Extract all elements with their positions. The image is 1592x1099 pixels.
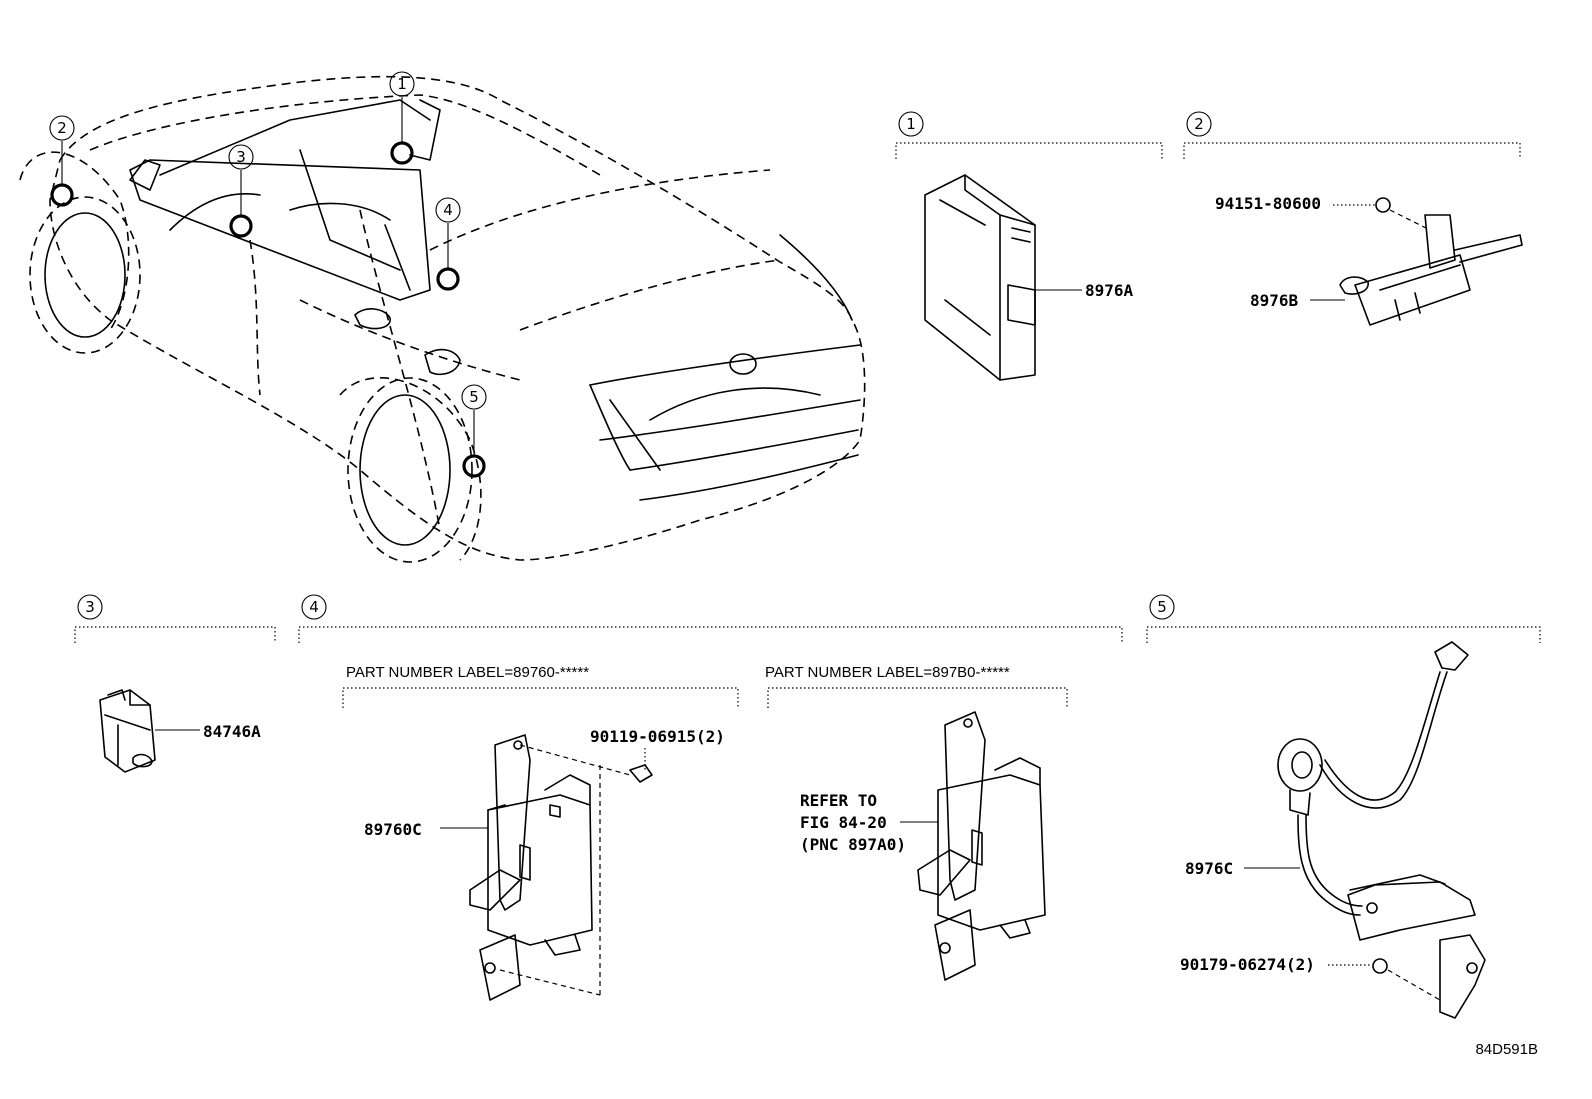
car-callouts: 2 1 3 4 5 [49, 71, 487, 478]
car-overview [19, 75, 866, 563]
part-8976B-label: 8976B [1250, 291, 1299, 310]
location-marker-3 [229, 214, 253, 238]
part-8976A-label: 8976A [1085, 281, 1134, 300]
section-1-number: 1 [906, 115, 916, 133]
section-1-circle [898, 111, 924, 137]
callout-2-circle [49, 115, 75, 141]
sensor-8976C [1277, 641, 1486, 1019]
section-3-circle [77, 594, 103, 620]
part-number-label-1: PART NUMBER LABEL=89760-***** [346, 664, 589, 681]
module-89760C [469, 734, 593, 1001]
callout-1-number: 1 [397, 75, 407, 93]
section-2-circle [1186, 111, 1212, 137]
callout-4-number: 4 [443, 201, 453, 219]
callout-5-number: 5 [469, 388, 479, 406]
section-2-number: 2 [1194, 115, 1204, 133]
location-marker-4 [436, 267, 460, 291]
section-5-number: 5 [1157, 598, 1167, 616]
module-897A0 [917, 711, 1046, 981]
callout-3-number: 3 [236, 148, 246, 166]
bolt-icon [629, 764, 653, 783]
section-4: 4 PART NUMBER LABEL=89760-***** 90119-06… [298, 594, 1123, 1001]
part-90119-06915-label: 90119-06915(2) [590, 727, 725, 746]
callout-5-circle [461, 384, 487, 410]
section-3: 3 84746A [74, 594, 276, 773]
nut-icon [1375, 197, 1391, 213]
diagram-code: 84D591B [1475, 1041, 1538, 1058]
section-3-number: 3 [85, 598, 95, 616]
location-marker-5 [462, 454, 486, 478]
callout-1-circle [389, 71, 415, 97]
section-1: 1 8976A [895, 111, 1163, 381]
connector-84746A [99, 689, 156, 773]
section-5: 5 8976C 90179-06274(2) [1146, 594, 1541, 1019]
refer-line-3: (PNC 897A0) [800, 835, 906, 854]
refer-line-1: REFER TO [800, 791, 877, 810]
callout-2-number: 2 [57, 119, 67, 137]
part-90179-06274-label: 90179-06274(2) [1180, 955, 1315, 974]
part-number-label-2: PART NUMBER LABEL=897B0-***** [765, 664, 1010, 681]
nut-icon [1372, 958, 1388, 974]
part-84746A-label: 84746A [203, 722, 261, 741]
location-marker-2 [50, 183, 74, 207]
part-8976C-label: 8976C [1185, 859, 1233, 878]
section-5-circle [1149, 594, 1175, 620]
part-89760C-label: 89760C [364, 820, 422, 839]
section-2: 2 94151-80600 8976B [1183, 111, 1523, 326]
module-8976B [1339, 214, 1523, 326]
location-marker-1 [390, 141, 414, 165]
section-4-number: 4 [309, 598, 319, 616]
callout-4-circle [435, 197, 461, 223]
callout-3-circle [228, 144, 254, 170]
section-4-circle [301, 594, 327, 620]
module-8976A [924, 174, 1036, 381]
refer-line-2: FIG 84-20 [800, 813, 887, 832]
part-94151-80600-label: 94151-80600 [1215, 194, 1321, 213]
